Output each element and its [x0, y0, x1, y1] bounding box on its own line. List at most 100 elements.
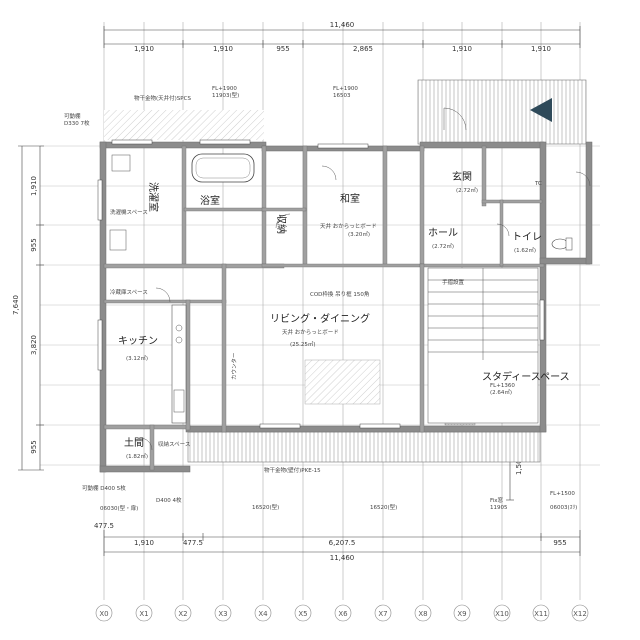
top-dim-4: 2,865	[353, 45, 373, 53]
room-area-entrance: (2.72㎡)	[456, 186, 478, 194]
note-bottom-left-3: 06030(型・扉)	[100, 504, 138, 512]
note-window-code-1: 11903(型)	[212, 91, 239, 99]
room-area-study: (2.64㎡)	[490, 388, 512, 396]
axis-label-x0: X0	[99, 610, 108, 618]
toilet-tank	[565, 237, 573, 251]
room-area-toilet: (1.62㎡)	[514, 246, 536, 254]
room-label-toilet: トイレ	[512, 232, 542, 243]
axis-label-x7: X7	[378, 610, 387, 618]
porch-area	[417, 79, 587, 145]
note-ldk-ceiling: 天井 おからっとボード	[282, 328, 339, 336]
axis-label-x3: X3	[218, 610, 227, 618]
note-movable-shelf: 可動棚	[64, 112, 81, 120]
note-fl-top-mid: FL+1900	[333, 86, 358, 92]
note-shelf-count: D330 7枚	[64, 119, 90, 127]
left-total-dim: 7,640	[12, 295, 20, 315]
note-window-bottom-1: 16520(型)	[252, 503, 279, 511]
axis-label-x1: X1	[139, 610, 148, 618]
windows	[97, 139, 545, 429]
washing-machine	[109, 229, 127, 251]
note-fix-window: Fix窓	[490, 496, 504, 504]
note-ceiling: 天井 おからっとボード	[320, 222, 377, 230]
room-area-hall: (2.72㎡)	[432, 242, 454, 250]
note-hardware-top: 物干金物(天井付)SPCS	[134, 94, 191, 102]
bottom-dimensions	[103, 530, 581, 556]
deck-area	[187, 431, 541, 463]
top-dim-3: 955	[276, 45, 289, 53]
bathtub-inner	[195, 157, 251, 179]
room-label-bath: 浴室	[200, 194, 220, 207]
study-fl: FL+1360	[490, 383, 515, 389]
top-dim-5: 1,910	[452, 45, 472, 53]
note-stair-rail: 手摺設置	[442, 278, 465, 286]
interior-walls	[103, 145, 545, 471]
axis-label-x2: X2	[178, 610, 187, 618]
stove-burner-1	[175, 324, 183, 332]
top-dim-2: 1,910	[213, 45, 233, 53]
left-dim-3: 3,820	[30, 335, 38, 355]
room-label-hall: ホール	[428, 227, 458, 239]
bottom-dim-3: 6,207.5	[329, 539, 356, 547]
room-label-washroom: 洗濯室	[147, 182, 160, 212]
note-window-code-2: 16503	[333, 93, 351, 99]
room-area-kitchen: (3.12㎡)	[126, 354, 148, 362]
axis-label-x4: X4	[258, 610, 268, 618]
toilet-bowl	[551, 238, 569, 250]
left-dim-4: 955	[30, 440, 38, 453]
bottom-small-dim: 477.5	[94, 522, 114, 530]
note-window-bottom-2: 16520(型)	[370, 503, 397, 511]
bottom-dim-4: 955	[553, 539, 566, 547]
room-label-storage: 収納	[275, 214, 288, 234]
note-counter: カウンター	[230, 352, 238, 380]
bottom-total-dim: 11,460	[330, 554, 355, 562]
note-window-bottom-3: 11905	[490, 505, 508, 511]
door-swings	[139, 107, 591, 451]
room-area-ldk: (25.25㎡)	[290, 340, 316, 348]
entrance-arrow-icon	[530, 98, 552, 122]
axis-label-x9: X9	[457, 610, 466, 618]
staircase	[427, 267, 539, 424]
note-washer: 洗濯機スペース	[110, 208, 148, 216]
axis-label-x12: X12	[573, 610, 587, 618]
axis-label-x8: X8	[418, 610, 427, 618]
note-cod: COD枠換 吊り框 150角	[310, 290, 369, 298]
note-pantry: 冷蔵庫スペース	[110, 288, 148, 296]
kitchen-counter	[171, 304, 187, 424]
eave-area	[104, 110, 264, 140]
note-fl-bottom: FL+1500	[550, 491, 575, 497]
note-shoe-box: 収納スペース	[158, 440, 190, 448]
right-dim: 1,500	[515, 455, 523, 475]
note-bottom-left-2: D400 4枚	[156, 496, 182, 504]
axis-markers	[95, 604, 589, 622]
top-total-dim: 11,460	[330, 21, 355, 29]
top-dim-1: 1,910	[134, 45, 154, 53]
bottom-dim-1: 1,910	[134, 539, 154, 547]
wash-basin	[111, 154, 131, 172]
bathtub	[191, 153, 255, 183]
room-area-japanese: (3.20㎡)	[348, 230, 370, 238]
kitchen-sink	[173, 389, 185, 413]
room-label-kitchen: キッチン	[118, 335, 158, 347]
exterior-walls	[99, 141, 593, 473]
axis-label-x6: X6	[338, 610, 348, 618]
top-dimensions	[103, 26, 581, 48]
room-label-doma: 土間	[124, 436, 144, 449]
top-dim-6: 1,910	[531, 45, 551, 53]
room-label-ldk: リビング・ダイニング	[270, 312, 370, 325]
note-tc: TC	[534, 181, 542, 187]
stove-burner-2	[175, 336, 183, 344]
room-label-study: スタディースペース	[482, 370, 570, 383]
note-fl-top-left: FL+1900	[212, 86, 237, 92]
note-hardware-bottom: 物干金物(壁付)PKE-15	[264, 466, 321, 474]
hatched-floor	[304, 359, 381, 405]
left-dim-1: 1,910	[30, 176, 38, 196]
room-area-doma: (1.82㎡)	[126, 452, 148, 460]
left-dimensions	[18, 145, 44, 471]
room-label-entrance: 玄関	[452, 170, 472, 183]
axis-label-x11: X11	[534, 610, 548, 618]
note-window-bottom-4: 06003(ｽﾘ)	[550, 504, 577, 511]
axis-label-x10: X10	[495, 610, 509, 618]
bottom-dim-2: 477.5	[183, 539, 203, 547]
room-label-japanese: 和室	[340, 192, 360, 205]
